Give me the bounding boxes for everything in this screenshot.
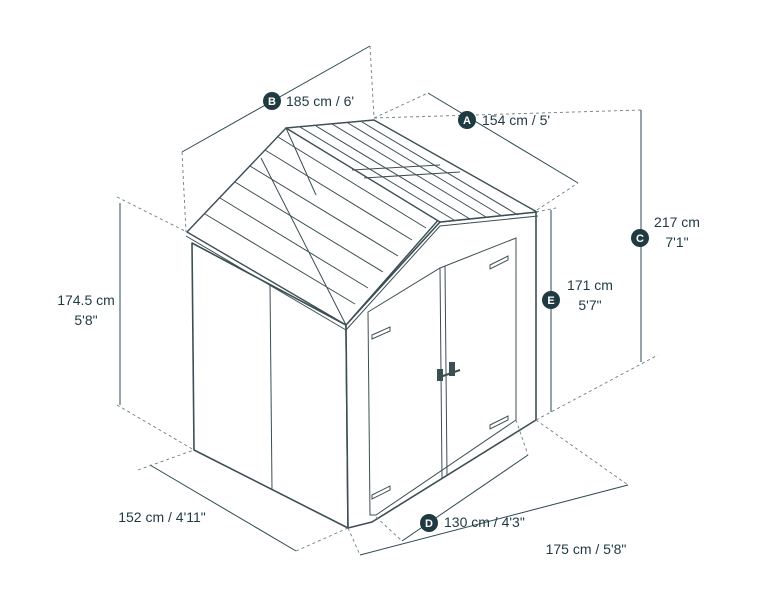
badge-b bbox=[263, 92, 281, 110]
roof-slats-right bbox=[299, 121, 519, 221]
dimension-side-depth bbox=[137, 449, 349, 552]
roof-gable-trim bbox=[345, 215, 539, 331]
dimension-e-label-metric: 171 cm bbox=[567, 277, 613, 293]
badge-e-letter: E bbox=[547, 295, 554, 307]
badge-d bbox=[420, 514, 438, 532]
badge-d-letter: D bbox=[425, 518, 433, 530]
dimension-e-label-imperial: 5'7" bbox=[578, 297, 601, 313]
wall-height-label-metric: 174.5 cm bbox=[57, 292, 115, 308]
badge-c bbox=[631, 229, 649, 247]
shed-drawing bbox=[185, 119, 539, 529]
wall-height-label-imperial: 5'8" bbox=[74, 312, 97, 328]
badge-a bbox=[458, 111, 476, 129]
badge-b-letter: B bbox=[268, 96, 276, 108]
door-split-right bbox=[444, 265, 448, 476]
badge-c-letter: C bbox=[636, 233, 644, 245]
dimension-c-label-imperial: 7'1" bbox=[665, 234, 688, 250]
dimension-c-label-metric: 217 cm bbox=[654, 214, 700, 230]
badge-a-letter: A bbox=[463, 115, 471, 127]
door-hinges bbox=[371, 255, 509, 500]
dimension-a-label: 154 cm / 5' bbox=[482, 112, 550, 128]
front-width-label: 175 cm / 5'8" bbox=[546, 541, 627, 557]
door-handle bbox=[437, 362, 461, 381]
badge-e bbox=[542, 291, 560, 309]
roof-eave bbox=[185, 235, 347, 331]
side-wall-seam bbox=[269, 284, 273, 491]
side-depth-label: 152 cm / 4'11" bbox=[118, 509, 206, 525]
dimension-a bbox=[373, 92, 579, 211]
roof-slats-left bbox=[204, 127, 427, 326]
dimension-d-label: 130 cm / 4'3" bbox=[444, 514, 525, 530]
dimension-wall-height bbox=[116, 196, 195, 451]
dimension-front-width bbox=[347, 419, 629, 556]
dimension-b-label: 185 cm / 6' bbox=[286, 93, 354, 109]
dimension-e bbox=[535, 207, 557, 412]
